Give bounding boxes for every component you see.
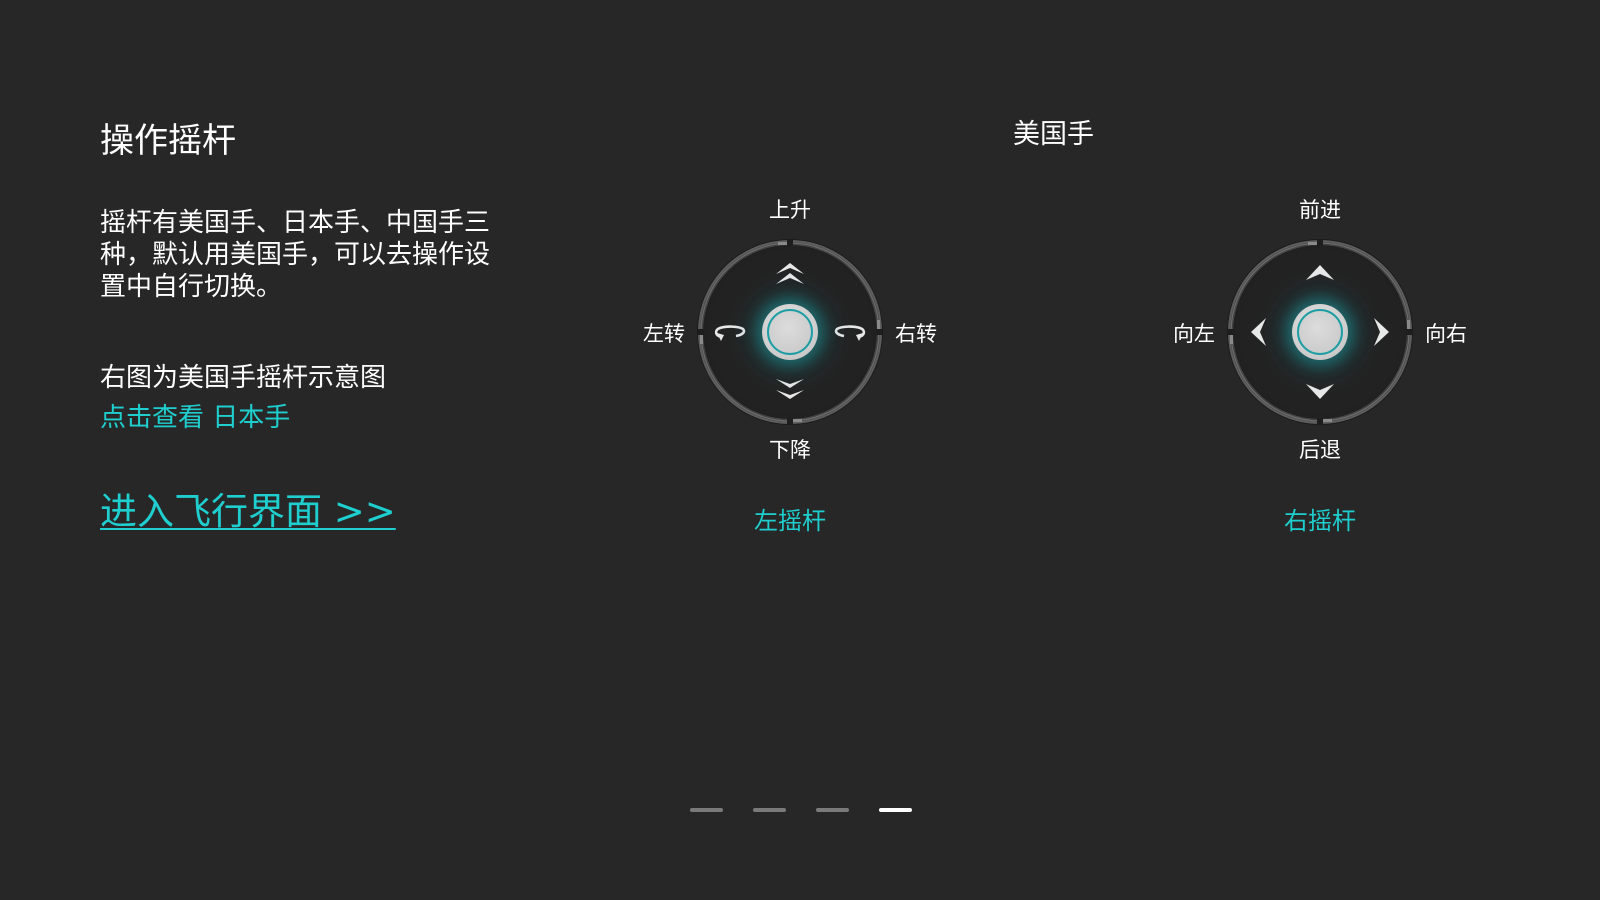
label-move-right: 向右 bbox=[1425, 322, 1467, 346]
enter-flight-link[interactable]: 进入飞行界面 >> bbox=[100, 490, 396, 533]
double-chevron-up-icon bbox=[776, 263, 804, 284]
right-stick-label: 右摇杆 bbox=[1284, 507, 1356, 535]
diagram-note: 右图为美国手摇杆示意图 bbox=[100, 363, 387, 393]
page-indicator bbox=[690, 808, 912, 812]
label-move-left: 向左 bbox=[1173, 322, 1215, 346]
view-japan-mode-link[interactable]: 点击查看 日本手 bbox=[100, 403, 291, 433]
double-chevron-down-icon bbox=[776, 379, 804, 399]
rotate-right-icon bbox=[834, 325, 866, 341]
pad-ring-icon bbox=[698, 240, 882, 424]
page-title: 操作摇杆 bbox=[100, 121, 236, 161]
mode-title: 美国手 bbox=[1013, 119, 1094, 150]
chevron-right-icon bbox=[1374, 318, 1389, 346]
label-forward: 前进 bbox=[1299, 198, 1341, 222]
page-dot-3[interactable] bbox=[816, 808, 849, 812]
rotate-left-icon bbox=[714, 325, 746, 341]
joystick-knob bbox=[762, 304, 818, 360]
page-dot-4-active[interactable] bbox=[879, 808, 912, 812]
chevron-down-icon bbox=[1306, 384, 1334, 399]
left-stick-label: 左摇杆 bbox=[754, 507, 826, 535]
pad-ring-icon bbox=[1228, 240, 1412, 424]
label-up: 上升 bbox=[769, 198, 811, 222]
page-dot-1[interactable] bbox=[690, 808, 723, 812]
label-down: 下降 bbox=[769, 438, 811, 462]
left-joystick-diagram: 上升 左转 右转 下降 bbox=[590, 190, 990, 570]
joystick-pad bbox=[698, 240, 882, 424]
page-dot-2[interactable] bbox=[753, 808, 786, 812]
right-joystick-diagram: 前进 向左 向右 后退 bbox=[1120, 190, 1520, 570]
label-turn-right: 右转 bbox=[895, 322, 937, 346]
joystick-pad bbox=[1228, 240, 1412, 424]
chevron-left-icon bbox=[1251, 318, 1266, 346]
chevron-up-icon bbox=[1306, 265, 1334, 280]
label-turn-left: 左转 bbox=[643, 322, 685, 346]
description-text: 摇杆有美国手、日本手、中国手三种，默认用美国手，可以去操作设置中自行切换。 bbox=[100, 208, 491, 302]
joystick-knob bbox=[1292, 304, 1348, 360]
label-backward: 后退 bbox=[1299, 438, 1341, 462]
